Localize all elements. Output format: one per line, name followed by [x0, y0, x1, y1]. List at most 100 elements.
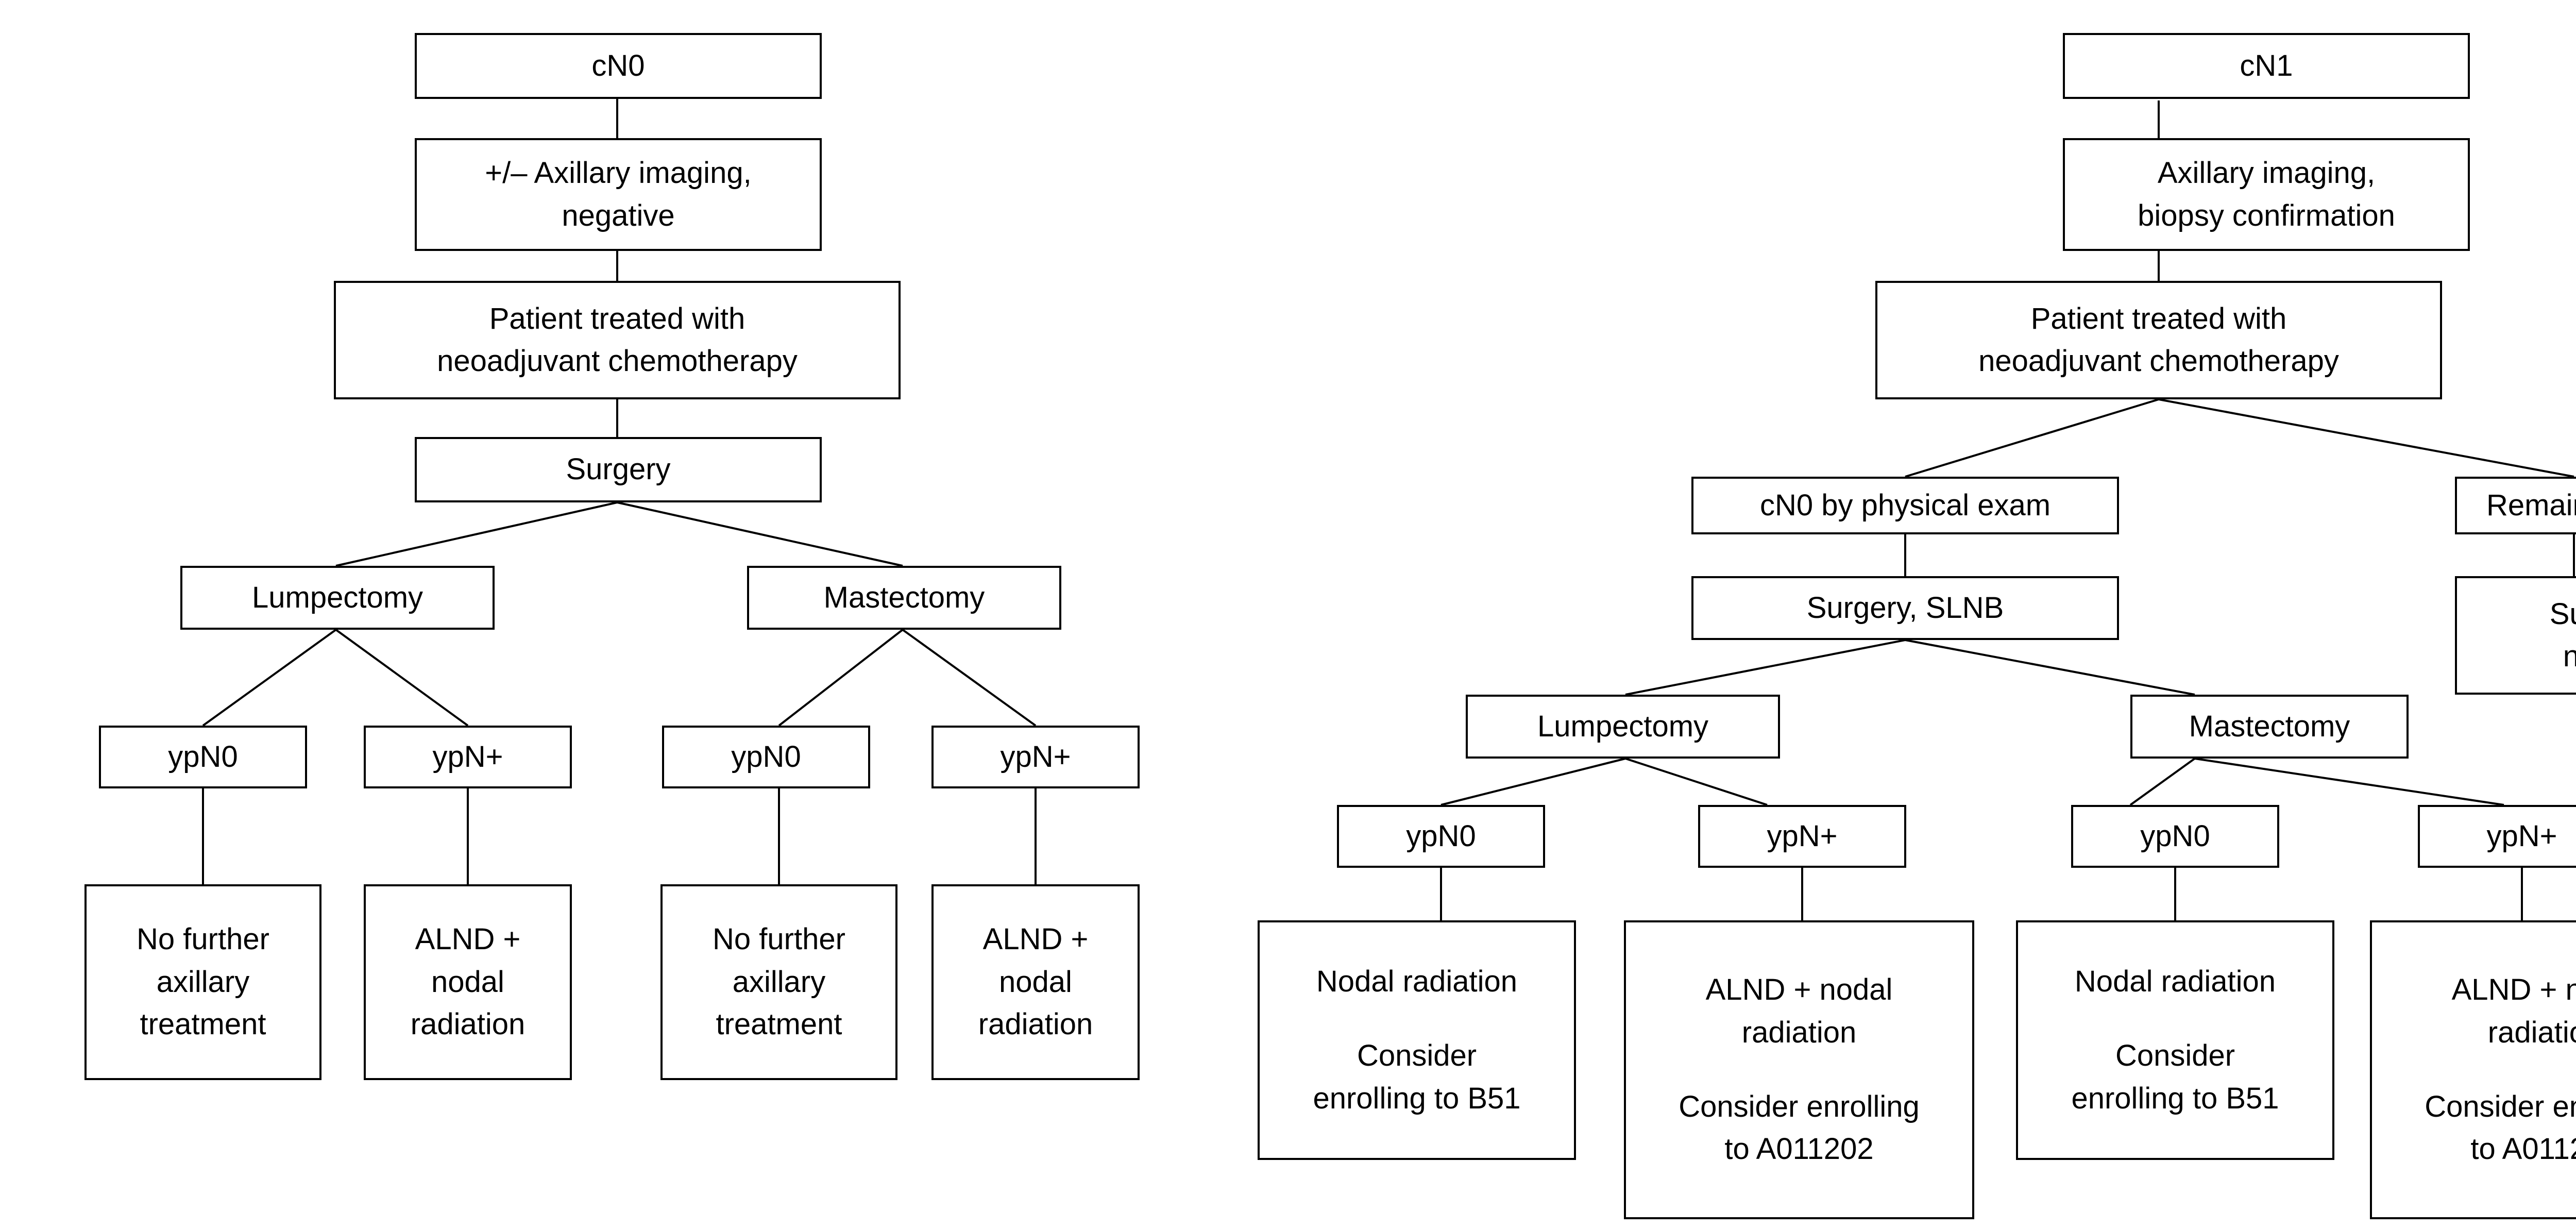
- node-right-mastectomy-ypn0-line-0: ypN0: [2140, 819, 2210, 853]
- node-right-mastectomy-ypn0-outcome-group-1: Nodal radiation: [2075, 961, 2276, 1003]
- node-left-mastectomy[interactable]: Mastectomy: [747, 566, 1061, 630]
- node-right-lumpectomy-ypn0-outcome-line-0: Nodal radiation: [1316, 964, 1518, 998]
- node-left-lumpectomy-ypnplus-outcome-line-0: ALND +: [415, 922, 521, 956]
- node-right-mastectomy-ypnplus[interactable]: ypN+: [2418, 805, 2576, 868]
- node-surgery-alnd-nodal-radiation[interactable]: Surgery, ALND + nodal radiation: [2455, 576, 2576, 695]
- node-cn0-by-physical-exam-line-0: cN0 by physical exam: [1759, 488, 2051, 522]
- node-left-mastectomy-ypnplus-outcome-line-2: radiation: [978, 1007, 1093, 1041]
- node-cn0-line-0: cN0: [591, 48, 645, 82]
- node-right-mastectomy-ypnplus-outcome-group-1: ALND + nodal radiation: [2452, 969, 2576, 1054]
- node-cn1[interactable]: cN1: [2063, 33, 2470, 99]
- node-cn0[interactable]: cN0: [415, 33, 822, 99]
- node-axillary-imaging-biopsy-line-0: Axillary imaging,: [2157, 156, 2376, 190]
- node-left-mastectomy-ypnplus-outcome-line-1: nodal: [999, 965, 1072, 999]
- node-left-mastectomy-ypn0[interactable]: ypN0: [662, 726, 870, 788]
- node-left-mastectomy-ypn0-outcome-line-1: axillary: [732, 965, 826, 999]
- node-remains-cn1-line-0: Remains cN1: [2486, 488, 2576, 522]
- edge-rchemo-cn0exam: [1905, 398, 2159, 478]
- node-right-lumpectomy-ypnplus-outcome[interactable]: ALND + nodal radiation Consider enrollin…: [1624, 920, 1974, 1219]
- node-left-neoadjuvant-chemotherapy[interactable]: Patient treated with neoadjuvant chemoth…: [334, 281, 901, 399]
- node-right-lumpectomy-ypnplus-outcome-line-3: to A011202: [1724, 1132, 1874, 1166]
- node-right-neoadjuvant-chemotherapy-line-1: neoadjuvant chemotherapy: [1978, 344, 2339, 378]
- node-left-surgery[interactable]: Surgery: [415, 437, 822, 502]
- node-left-mastectomy-ypn0-outcome[interactable]: No further axillary treatment: [660, 884, 897, 1080]
- node-left-lumpectomy-ypnplus[interactable]: ypN+: [364, 726, 572, 788]
- node-left-lumpectomy-ypnplus-line-0: ypN+: [432, 739, 503, 773]
- edge-rmast-ypn0: [2129, 758, 2196, 806]
- node-left-lumpectomy-ypnplus-outcome-line-2: radiation: [410, 1007, 526, 1041]
- node-left-lumpectomy[interactable]: Lumpectomy: [180, 566, 495, 630]
- node-right-lumpectomy-ypnplus-outcome-line-2: Consider enrolling: [1679, 1090, 1920, 1123]
- node-left-mastectomy-ypn0-outcome-line-2: treatment: [716, 1007, 842, 1041]
- node-axillary-imaging-biopsy[interactable]: Axillary imaging, biopsy confirmation: [2063, 138, 2470, 251]
- edge-rlump-ypn0: [1440, 758, 1626, 806]
- node-cn1-line-0: cN1: [2240, 48, 2293, 82]
- node-left-lumpectomy-ypn0[interactable]: ypN0: [99, 726, 307, 788]
- node-left-mastectomy-line-0: Mastectomy: [823, 580, 985, 614]
- edge-lump-ypn0: [202, 629, 337, 727]
- node-left-lumpectomy-ypn0-line-0: ypN0: [168, 739, 238, 773]
- node-surgery-slnb[interactable]: Surgery, SLNB: [1691, 576, 2119, 640]
- edge-rchemo-remains: [2158, 398, 2574, 478]
- node-right-mastectomy-ypn0-outcome-line-0: Nodal radiation: [2074, 964, 2276, 998]
- node-left-mastectomy-ypnplus-line-0: ypN+: [1000, 739, 1071, 773]
- node-right-mastectomy-ypn0[interactable]: ypN0: [2071, 805, 2279, 868]
- node-left-lumpectomy-ypn0-outcome-line-0: No further: [137, 922, 269, 956]
- node-left-lumpectomy-ypn0-outcome-line-2: treatment: [140, 1007, 266, 1041]
- node-right-lumpectomy-ypn0[interactable]: ypN0: [1337, 805, 1545, 868]
- node-surgery-alnd-nodal-radiation-line-1: nodal radiation: [2563, 640, 2576, 673]
- node-right-mastectomy[interactable]: Mastectomy: [2130, 695, 2409, 759]
- node-right-mastectomy-ypnplus-outcome-group-2: Consider enrolling to A011202: [2425, 1086, 2576, 1171]
- edge-slnb-lump: [1625, 639, 1906, 696]
- node-right-neoadjuvant-chemotherapy-line-0: Patient treated with: [2030, 301, 2287, 335]
- node-right-lumpectomy-ypn0-outcome[interactable]: Nodal radiation Consider enrolling to B5…: [1258, 920, 1576, 1160]
- edge-rlump-ypnp: [1625, 758, 1768, 806]
- node-axillary-imaging-negative-line-0: +/– Axillary imaging,: [485, 156, 752, 190]
- node-right-mastectomy-ypn0-outcome-line-1: Consider: [2115, 1039, 2235, 1073]
- node-right-lumpectomy[interactable]: Lumpectomy: [1466, 695, 1780, 759]
- node-surgery-alnd-nodal-radiation-line-0: Surgery, ALND +: [2549, 597, 2576, 631]
- node-right-neoadjuvant-chemotherapy[interactable]: Patient treated with neoadjuvant chemoth…: [1875, 281, 2442, 399]
- node-left-lumpectomy-ypnplus-outcome-line-1: nodal: [431, 965, 504, 999]
- node-right-mastectomy-ypn0-outcome-group-2: Consider enrolling to B51: [2071, 1035, 2279, 1120]
- node-remains-cn1[interactable]: Remains cN1: [2455, 477, 2576, 534]
- node-left-mastectomy-ypnplus[interactable]: ypN+: [931, 726, 1140, 788]
- node-axillary-imaging-negative[interactable]: +/– Axillary imaging, negative: [415, 138, 822, 251]
- node-right-lumpectomy-line-0: Lumpectomy: [1537, 709, 1709, 743]
- edge-surgery-lump: [335, 501, 618, 567]
- node-left-neoadjuvant-chemotherapy-line-0: Patient treated with: [489, 301, 745, 335]
- node-cn0-by-physical-exam[interactable]: cN0 by physical exam: [1691, 477, 2119, 534]
- node-right-mastectomy-ypnplus-line-0: ypN+: [2486, 819, 2557, 853]
- node-right-lumpectomy-ypn0-outcome-line-1: Consider: [1357, 1039, 1477, 1073]
- node-right-lumpectomy-ypn0-outcome-line-2: enrolling to B51: [1313, 1081, 1521, 1115]
- node-right-lumpectomy-ypnplus-outcome-line-1: radiation: [1741, 1015, 1857, 1049]
- node-surgery-slnb-line-0: Surgery, SLNB: [1806, 591, 2004, 625]
- node-right-mastectomy-ypnplus-outcome-line-1: radiation: [2487, 1015, 2576, 1049]
- node-left-mastectomy-ypnplus-outcome-line-0: ALND +: [982, 922, 1089, 956]
- node-right-lumpectomy-ypn0-outcome-group-1: Nodal radiation: [1316, 961, 1517, 1003]
- edge-mast-ypn0: [778, 629, 904, 727]
- node-left-lumpectomy-line-0: Lumpectomy: [251, 580, 423, 614]
- edge-mast-ypnp: [902, 629, 1037, 727]
- node-left-mastectomy-ypn0-outcome-line-0: No further: [713, 922, 845, 956]
- node-right-lumpectomy-ypnplus-outcome-group-2: Consider enrolling to A011202: [1679, 1086, 1919, 1171]
- node-axillary-imaging-negative-line-1: negative: [562, 198, 675, 232]
- node-right-lumpectomy-ypnplus-outcome-line-0: ALND + nodal: [1705, 973, 1893, 1007]
- node-left-lumpectomy-ypnplus-outcome[interactable]: ALND + nodal radiation: [364, 884, 572, 1080]
- node-left-mastectomy-ypnplus-outcome[interactable]: ALND + nodal radiation: [931, 884, 1140, 1080]
- edge-lump-ypnp: [335, 629, 469, 727]
- node-right-mastectomy-ypn0-outcome[interactable]: Nodal radiation Consider enrolling to B5…: [2016, 920, 2334, 1160]
- node-left-lumpectomy-ypn0-outcome[interactable]: No further axillary treatment: [84, 884, 321, 1080]
- node-right-mastectomy-ypnplus-outcome[interactable]: ALND + nodal radiation Consider enrollin…: [2370, 920, 2576, 1219]
- edge-rmast-ypnp: [2194, 758, 2504, 806]
- node-left-surgery-line-0: Surgery: [566, 452, 671, 486]
- node-right-lumpectomy-ypnplus-line-0: ypN+: [1767, 819, 1838, 853]
- node-left-neoadjuvant-chemotherapy-line-1: neoadjuvant chemotherapy: [437, 344, 798, 378]
- edge-surgery-mast: [617, 501, 903, 567]
- node-right-lumpectomy-ypnplus[interactable]: ypN+: [1698, 805, 1906, 868]
- node-right-lumpectomy-ypn0-line-0: ypN0: [1406, 819, 1476, 853]
- node-right-mastectomy-ypnplus-outcome-line-0: ALND + nodal: [2451, 973, 2576, 1007]
- node-right-lumpectomy-ypn0-outcome-group-2: Consider enrolling to B51: [1313, 1035, 1520, 1120]
- node-right-mastectomy-ypnplus-outcome-line-3: to A011202: [2470, 1132, 2576, 1166]
